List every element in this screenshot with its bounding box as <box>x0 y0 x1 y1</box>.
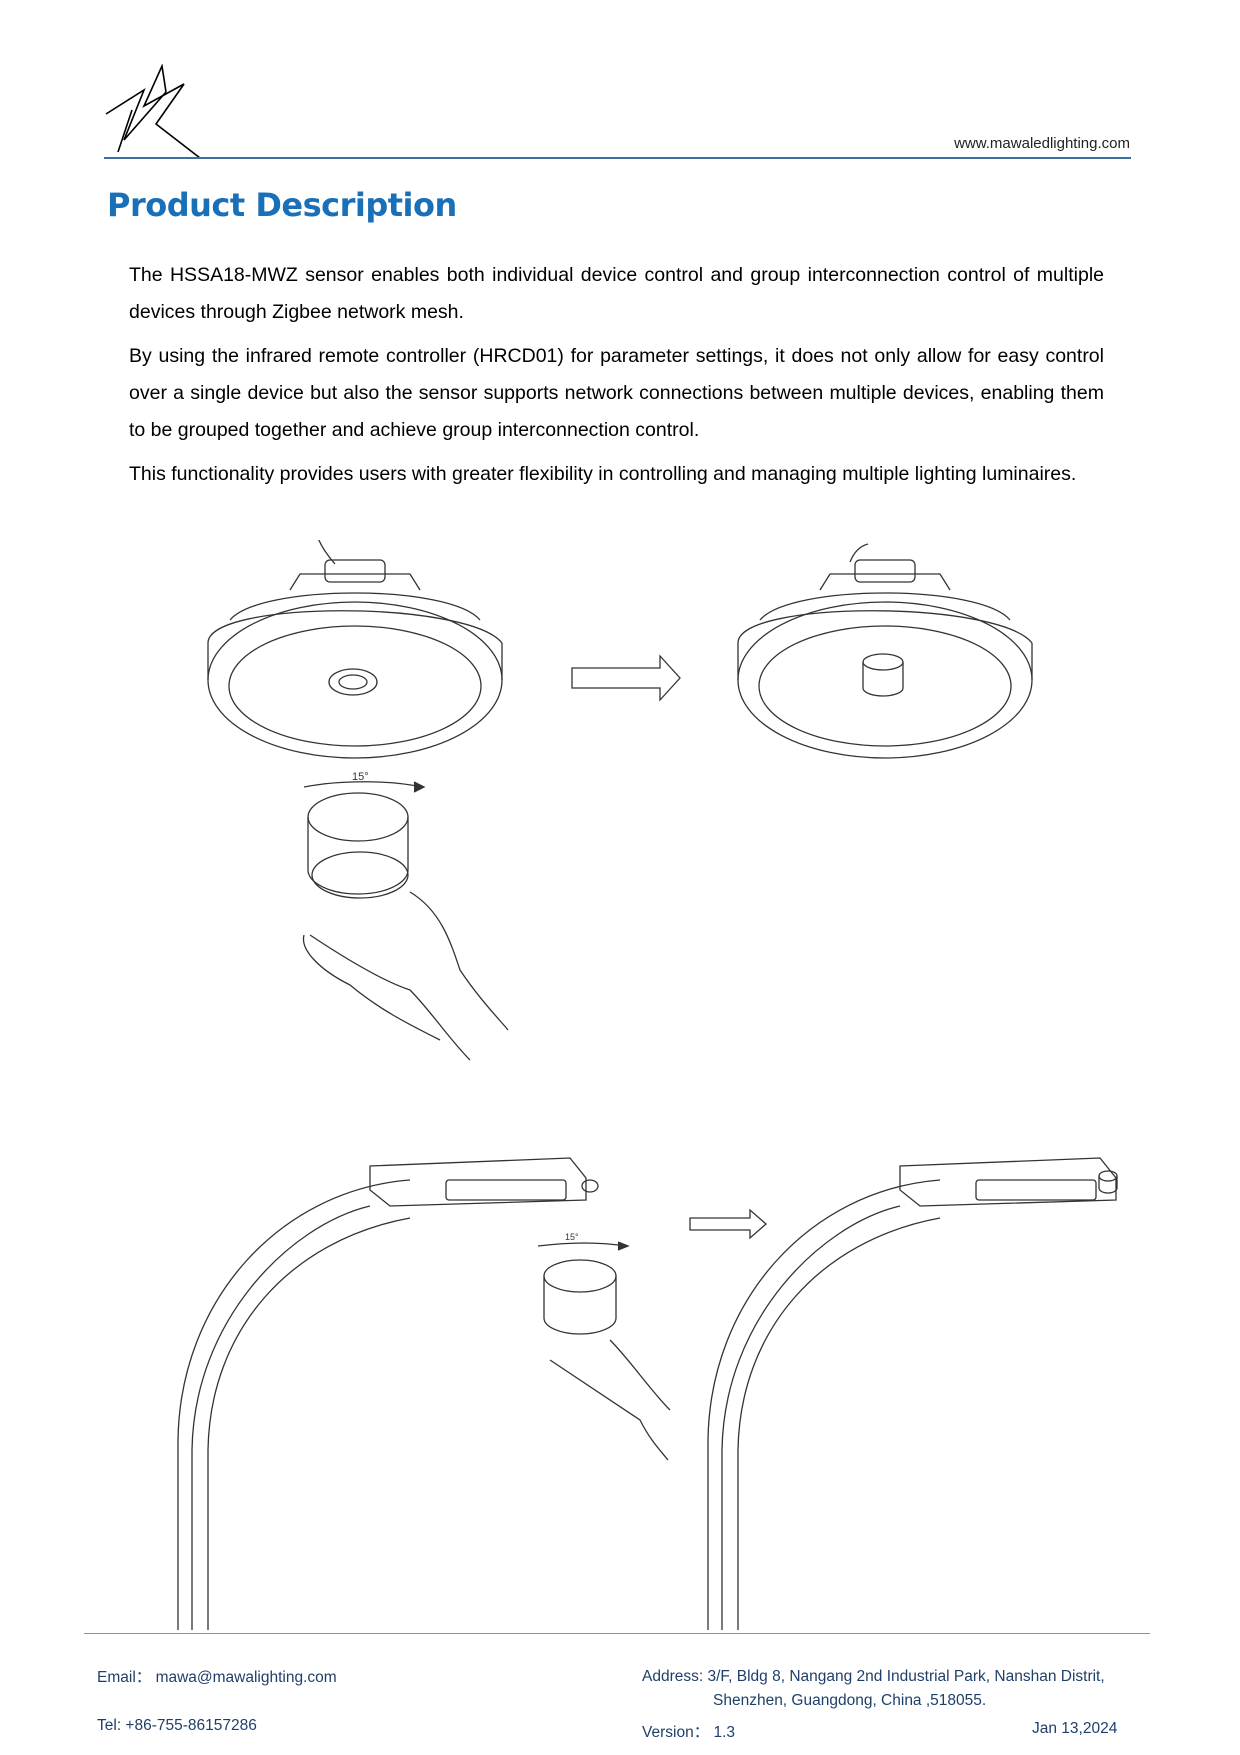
rotation-label: 15° <box>352 771 369 783</box>
sensor-in-hand-illustration <box>543 1259 671 1461</box>
company-logo <box>105 64 201 159</box>
highbay-install-illustration: 15° <box>207 540 1033 1061</box>
footer-divider <box>84 1633 1150 1634</box>
paragraph-3: This functionality provides users with g… <box>129 463 1077 485</box>
sensor-in-hand-illustration <box>302 792 509 1061</box>
rotation-label: 15° <box>565 1232 579 1242</box>
streetlight-install-illustration: 15° <box>177 1157 1118 1630</box>
right-arrow-icon <box>571 654 681 702</box>
footer-date: Jan 13,2024 <box>1032 1720 1118 1737</box>
footer-email: Email： mawa@mawalighting.com <box>97 1669 337 1686</box>
highbay-fixture-without-sensor <box>207 540 503 759</box>
website-url: www.mawaledlighting.com <box>954 135 1130 152</box>
footer-tel: Tel: +86-755-86157286 <box>97 1717 257 1734</box>
installed-sensor-icon <box>862 653 904 697</box>
sensor-port-icon <box>581 1179 599 1193</box>
sensor-port-icon <box>328 668 378 696</box>
page-title: Product Description <box>107 186 457 224</box>
highbay-fixture-with-sensor <box>737 543 1033 759</box>
streetlight-without-sensor <box>177 1157 599 1630</box>
footer-address-line1: Address: 3/F, Bldg 8, Nangang 2nd Indust… <box>642 1668 1105 1685</box>
paragraph-1: The HSSA18-MWZ sensor enables both indiv… <box>129 264 1104 323</box>
installed-sensor-icon <box>1098 1170 1118 1194</box>
right-arrow-icon <box>689 1208 767 1240</box>
description-body: The HSSA18-MWZ sensor enables both indiv… <box>129 257 1104 500</box>
streetlight-with-sensor <box>707 1157 1118 1630</box>
footer-version: Version： 1.3 <box>642 1724 736 1741</box>
footer-address-line2: Shenzhen, Guangdong, China ,518055. <box>713 1692 987 1709</box>
rotation-arrow-icon <box>303 781 426 793</box>
header-divider <box>104 157 1131 159</box>
paragraph-2: By using the infrared remote controller … <box>129 345 1104 441</box>
rotation-arrow-icon <box>537 1241 630 1251</box>
